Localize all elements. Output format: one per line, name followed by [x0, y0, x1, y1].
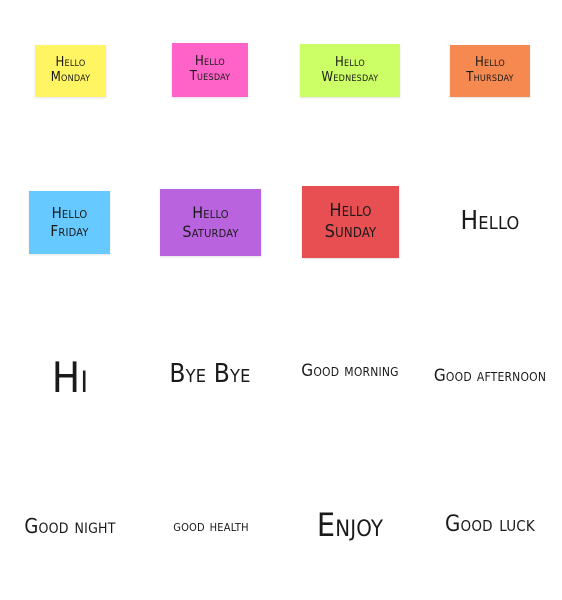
sticker-line: Hello [192, 203, 229, 223]
sticker-line: Hello [55, 55, 86, 71]
sticker-line: Good morning [301, 361, 399, 382]
sticker-line: Good luck [445, 512, 535, 538]
sticker-hello-sunday[interactable]: Hello Sunday [302, 186, 399, 258]
sticker-good-night[interactable]: Good night [22, 510, 118, 542]
sticker-hello-saturday[interactable]: Hello Saturday [160, 189, 261, 256]
sticker-good-health[interactable]: good health [165, 513, 257, 539]
sticker-good-morning[interactable]: Good morning [296, 359, 404, 385]
sticker-line: Bye Bye [169, 359, 251, 390]
sticker-good-luck[interactable]: Good luck [443, 509, 537, 541]
sticker-line: Hello [475, 55, 505, 71]
sticker-line: Good afternoon [433, 366, 547, 387]
sticker-line: Hello [329, 200, 372, 222]
sticker-line: Hello [195, 54, 225, 70]
sticker-line: Monday [50, 70, 91, 85]
sticker-hello-thursday[interactable]: Hello Thursday [450, 45, 530, 97]
sticker-line: Hello [51, 204, 88, 223]
sticker-hi[interactable]: Hi [35, 350, 105, 406]
sticker-line: Good night [24, 513, 116, 538]
sticker-hello-monday[interactable]: Hello Monday [35, 45, 106, 97]
sticker-enjoy[interactable]: Enjoy [305, 503, 395, 547]
sticker-line: Friday [50, 221, 89, 240]
sticker-hello-wednesday[interactable]: Hello Wednesday [300, 44, 400, 97]
sticker-line: Hi [51, 352, 89, 402]
sticker-bye-bye[interactable]: Bye Bye [160, 356, 260, 394]
sticker-line: Enjoy [316, 505, 384, 544]
sticker-hello-tuesday[interactable]: Hello Tuesday [172, 43, 248, 97]
sticker-hello-friday[interactable]: Hello Friday [29, 191, 110, 254]
sticker-line: Tuesday [189, 69, 231, 84]
sticker-good-afternoon[interactable]: Good afternoon [433, 364, 547, 390]
sticker-hello[interactable]: Hello [440, 200, 540, 244]
sticker-line: Thursday [466, 70, 514, 85]
sticker-line: good health [173, 515, 249, 535]
sticker-line: Hello [335, 54, 365, 70]
sticker-line: Saturday [182, 221, 239, 241]
sticker-line: Hello [460, 206, 520, 237]
sticker-line: Wednesday [321, 69, 379, 85]
sticker-line: Sunday [324, 221, 377, 242]
